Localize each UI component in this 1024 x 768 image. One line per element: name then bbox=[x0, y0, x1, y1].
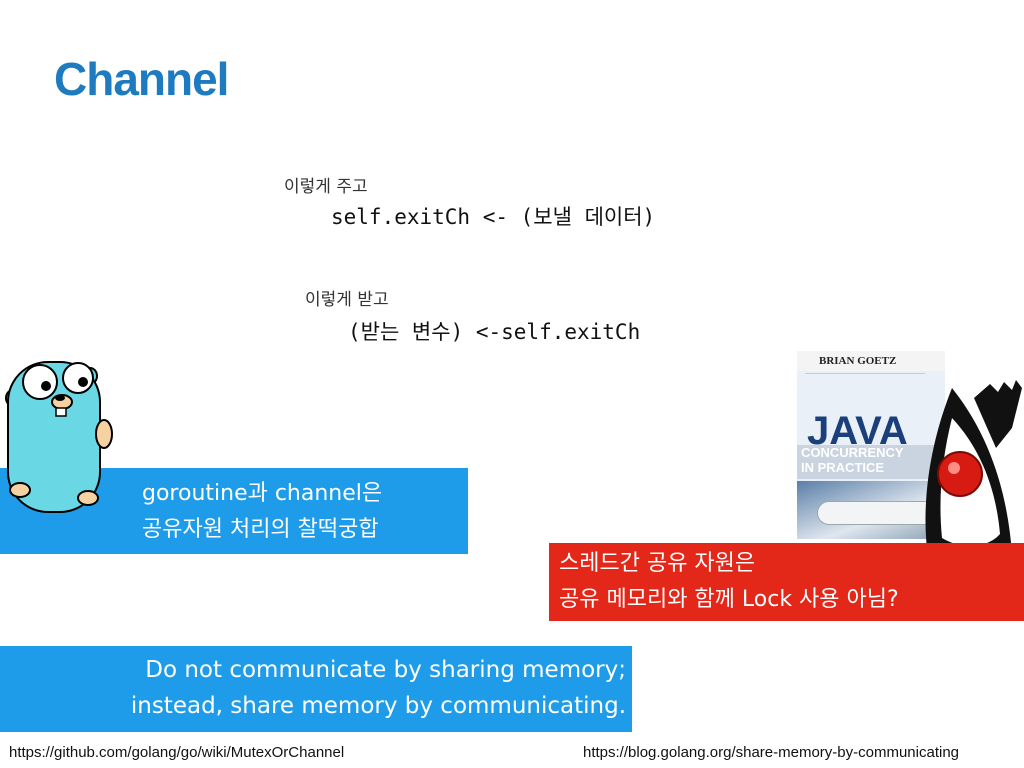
java-concurrency-book: BRIAN GOETZ JAVA CONCURRENCY IN PRACTICE bbox=[797, 351, 945, 539]
go-gopher-icon bbox=[5, 361, 113, 513]
thread-shared-resource-banner: 스레드간 공유 자원은 공유 메모리와 함께 Lock 사용 아님? bbox=[549, 543, 1024, 621]
book-title-sub1: CONCURRENCY bbox=[801, 445, 904, 460]
go-proverb-banner: Do not communicate by sharing memory; in… bbox=[0, 646, 632, 732]
send-note: 이렇게 주고 bbox=[284, 177, 368, 197]
book-title-sub2: IN PRACTICE bbox=[801, 460, 885, 475]
send-code: self.exitCh <- (보낼 데이터) bbox=[331, 205, 656, 229]
slide-title: Channel bbox=[54, 53, 229, 105]
link-mutex-or-channel[interactable]: https://github.com/golang/go/wiki/MutexO… bbox=[9, 744, 345, 761]
go-proverb-text: Do not communicate by sharing memory; in… bbox=[130, 657, 626, 719]
book-author: BRIAN GOETZ bbox=[819, 355, 897, 367]
thread-shared-resource-text: 스레드간 공유 자원은 공유 메모리와 함께 Lock 사용 아님? bbox=[559, 551, 899, 612]
java-duke-icon bbox=[925, 380, 1022, 573]
goroutine-banner-text: goroutine과 channel은 공유자원 처리의 찰떡궁합 bbox=[142, 481, 383, 542]
receive-note: 이렇게 받고 bbox=[305, 290, 389, 310]
goroutine-banner: goroutine과 channel은 공유자원 처리의 찰떡궁합 bbox=[0, 468, 468, 554]
link-share-memory-blog[interactable]: https://blog.golang.org/share-memory-by-… bbox=[583, 744, 960, 761]
receive-code: (받는 변수) <-self.exitCh bbox=[348, 320, 641, 344]
